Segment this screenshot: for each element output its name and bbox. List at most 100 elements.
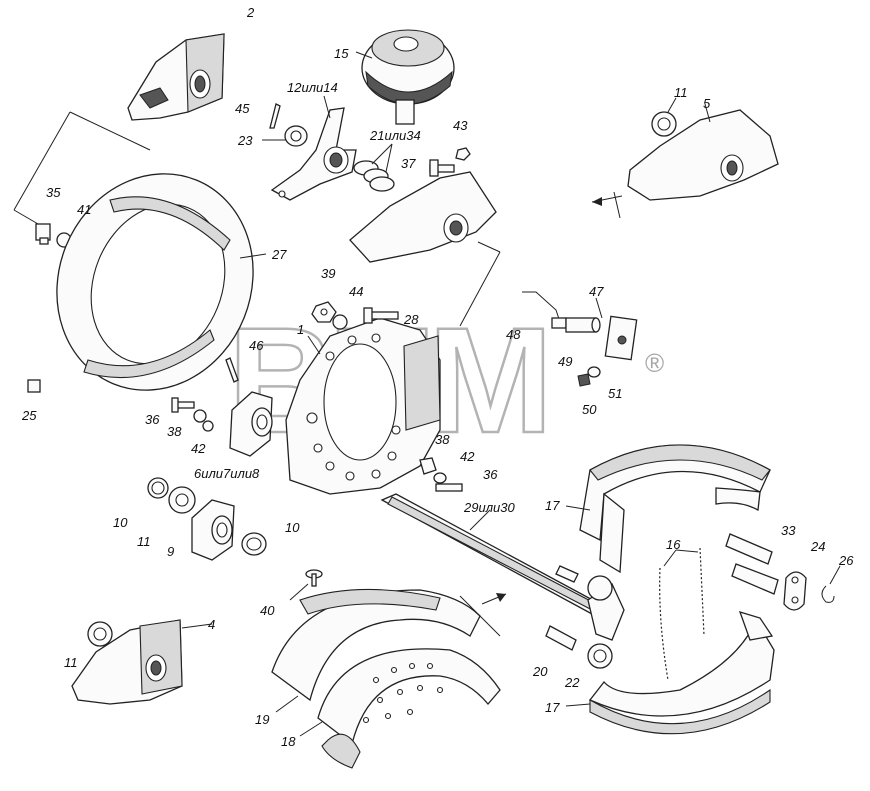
label-38-right: 38 — [435, 432, 450, 447]
part-cotter-pin-45 — [269, 103, 281, 129]
part-chamber-bracket — [349, 171, 497, 263]
part-washers-21 — [353, 160, 395, 192]
part-rivet-40 — [305, 569, 323, 587]
leader-line — [371, 143, 393, 165]
leader-line — [275, 695, 299, 713]
label-40: 40 — [260, 603, 275, 618]
label-11-right: 11 — [674, 85, 688, 100]
part-bushing-11-right — [651, 111, 677, 137]
part-camshaft-29 — [380, 493, 625, 641]
label-11-left: 11 — [137, 534, 151, 549]
part-flange-9 — [191, 499, 235, 561]
part-plate-47 — [604, 315, 638, 361]
part-brake-shoe-17-lower — [588, 611, 775, 735]
label-42-right: 42 — [460, 449, 475, 464]
label-28: 28 — [403, 312, 419, 327]
label-10-right: 10 — [285, 520, 300, 535]
label-24: 24 — [810, 539, 825, 554]
leader-line — [289, 583, 309, 601]
label-29or30: 29или30 — [463, 500, 515, 515]
part-seal-10-right — [241, 532, 267, 556]
label-18: 18 — [281, 734, 296, 749]
label-4: 4 — [208, 617, 215, 632]
label-36-right: 36 — [483, 467, 498, 482]
label-36-left: 36 — [145, 412, 160, 427]
leader-line — [459, 251, 501, 327]
part-bushing-11-left — [168, 486, 196, 514]
label-26: 26 — [838, 553, 854, 568]
leader-line — [13, 111, 71, 211]
leader-line — [663, 549, 677, 567]
label-6or7or8: 6или7или8 — [194, 466, 260, 481]
leader-line — [181, 623, 213, 629]
label-46: 46 — [249, 338, 264, 353]
part-washer-38-left — [193, 409, 207, 423]
leader-line — [595, 297, 603, 319]
label-51: 51 — [608, 386, 622, 401]
label-25: 25 — [21, 408, 37, 423]
label-39: 39 — [321, 266, 335, 281]
part-flange-bushing-6 — [229, 391, 273, 457]
part-bracket-5 — [627, 109, 779, 201]
part-bolt-37 — [429, 159, 455, 177]
label-9: 9 — [167, 544, 174, 559]
leader-line — [385, 143, 393, 173]
part-nut-43 — [455, 147, 471, 161]
part-nut-39 — [311, 301, 337, 323]
label-42-left: 42 — [191, 441, 206, 456]
leader-line — [565, 703, 591, 707]
label-20: 20 — [532, 664, 548, 679]
leader-line — [565, 505, 591, 511]
label-2: 2 — [246, 5, 255, 20]
part-brake-shoe-17-upper — [579, 444, 771, 574]
part-brake-shoe-18 — [317, 648, 501, 769]
label-33: 33 — [781, 523, 796, 538]
leader-line — [307, 335, 321, 355]
leader-line — [469, 509, 491, 531]
part-washer-51 — [587, 366, 601, 378]
label-48: 48 — [506, 327, 521, 342]
label-5: 5 — [703, 96, 711, 111]
part-anchor-plate-1 — [285, 317, 441, 495]
watermark-registered-mark: ® — [645, 348, 664, 378]
part-link-24 — [783, 571, 807, 611]
part-bushing-upper — [587, 575, 613, 601]
part-washer-44 — [332, 314, 348, 330]
part-spring-16 — [659, 547, 705, 681]
part-bolt-35 — [35, 223, 51, 245]
label-16: 16 — [666, 537, 681, 552]
label-22: 22 — [564, 675, 580, 690]
part-bushing-22 — [587, 643, 613, 669]
label-17-upper: 17 — [545, 498, 560, 513]
label-12or14: 12или14 — [287, 80, 338, 95]
leader-line — [675, 549, 699, 553]
part-plug-25 — [27, 379, 41, 393]
part-labels: 2 15 12или14 45 23 21или34 43 37 11 5 35… — [21, 5, 854, 749]
part-pin-49 — [565, 317, 601, 333]
label-49: 49 — [558, 354, 572, 369]
label-37: 37 — [401, 156, 416, 171]
part-roller-33 — [725, 533, 779, 595]
part-seal-10-left — [147, 477, 169, 499]
label-23: 23 — [237, 133, 253, 148]
part-bolt-28 — [363, 307, 399, 324]
part-pin-20 — [545, 625, 577, 651]
leader-line — [829, 565, 841, 585]
label-47: 47 — [589, 284, 604, 299]
leader-line — [477, 241, 501, 253]
leader-line — [667, 97, 677, 113]
label-10-left: 10 — [113, 515, 128, 530]
label-1: 1 — [297, 322, 304, 337]
part-washer-42-right — [433, 472, 447, 484]
label-19: 19 — [255, 712, 269, 727]
label-50: 50 — [582, 402, 597, 417]
part-washer-42-left — [202, 420, 214, 432]
leader-line — [355, 51, 373, 59]
direction-arrow — [591, 191, 623, 219]
label-41: 41 — [77, 202, 91, 217]
label-43: 43 — [453, 118, 468, 133]
part-dust-shield-27 — [56, 173, 254, 391]
part-pin-upper — [555, 565, 579, 583]
